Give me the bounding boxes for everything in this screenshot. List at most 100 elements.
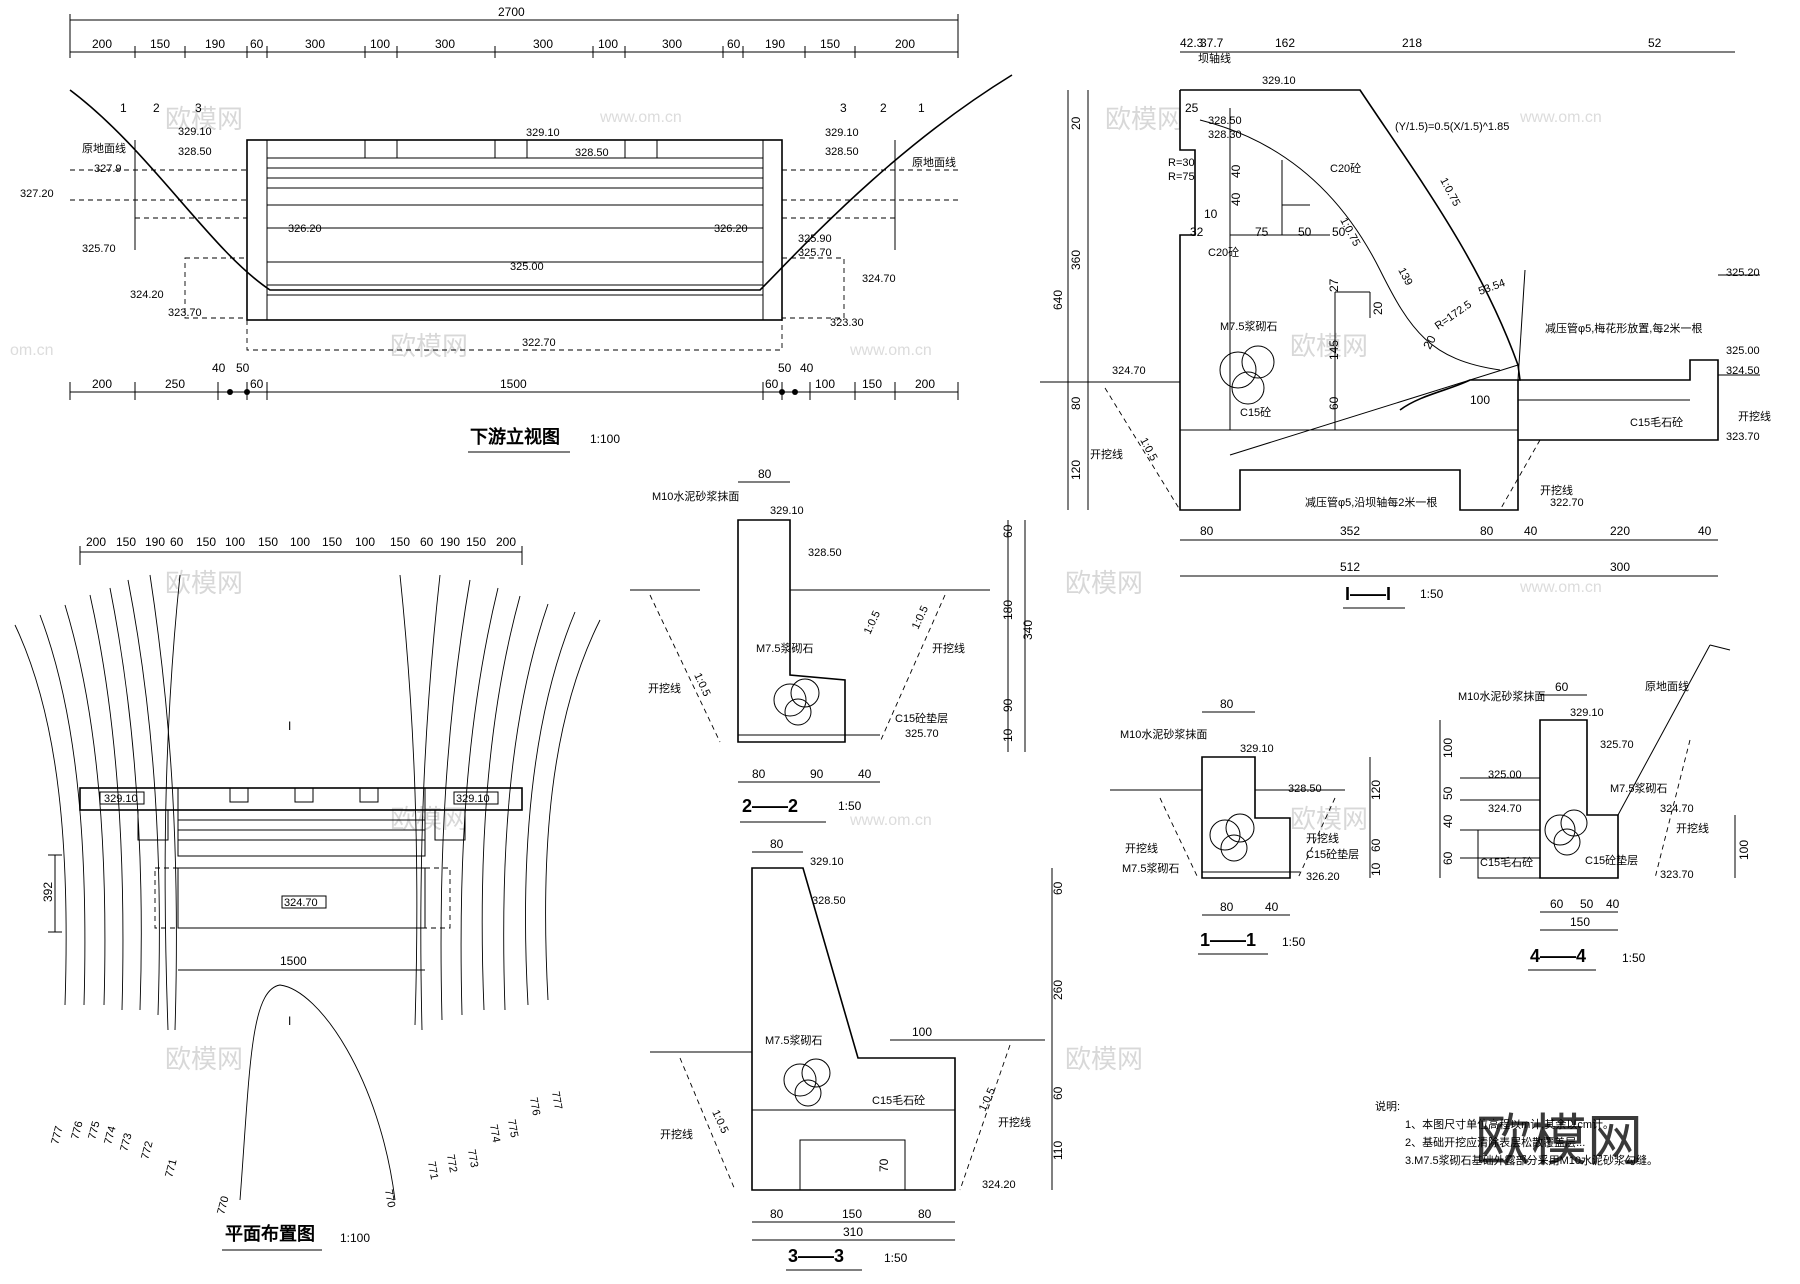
contour-label: 770 <box>215 1195 231 1216</box>
elev-label: 325.70 <box>798 247 832 259</box>
contour-label: 775 <box>505 1118 520 1138</box>
dim-right: 90 <box>1001 698 1015 712</box>
note-item: 1、本图尺寸单位高程以m计,其余以cm计。 <box>1405 1117 1614 1131</box>
dim-top-8: 100 <box>598 37 618 51</box>
left-dim: 120 <box>1069 460 1083 480</box>
watermark-text: 欧模网 <box>1290 804 1368 834</box>
r75: R=75 <box>1168 171 1195 183</box>
dim-left: 50 <box>1441 786 1455 800</box>
elev-label: 326.20 <box>288 223 322 235</box>
bottom-dim: 40 <box>1698 524 1712 538</box>
cushion: C15砼垫层 <box>895 711 948 725</box>
angle: 53.54 <box>1477 277 1507 298</box>
c20b: C20砼 <box>1208 246 1239 259</box>
elev-label: 327.20 <box>20 188 54 200</box>
dim-bottom-8: 40 <box>800 361 814 375</box>
dim-top-1: 150 <box>150 37 170 51</box>
plan-dim-392: 392 <box>41 882 55 902</box>
elev-label: 323.30 <box>830 317 864 329</box>
watermark-text: 欧模网 <box>1065 1044 1143 1074</box>
contour-label: 774 <box>487 1123 502 1143</box>
elev-2: 325.70 <box>1600 739 1634 751</box>
dim-right: 110 <box>1051 1141 1065 1160</box>
plan-dim: 60 <box>170 535 184 549</box>
contour-label: 771 <box>425 1160 440 1180</box>
rubble: C15毛石砼 <box>1480 856 1533 869</box>
watermarks: 欧模网 www.om.cn 欧模网 www.om.cn 欧模网 om.cn ww… <box>10 104 1643 1172</box>
material: M7.5浆砌石 <box>1220 319 1277 333</box>
inner-dim: 50 <box>1298 225 1312 239</box>
view-title: 下游立视图 <box>470 426 560 447</box>
dig-line: 开挖线 <box>1540 483 1573 497</box>
left-dim: 20 <box>1069 116 1083 130</box>
dim-bottom-11: 200 <box>915 377 935 391</box>
elev-322-70: 322.70 <box>1550 497 1584 509</box>
dig-line: 开挖线 <box>1676 821 1709 835</box>
section-title: 1——1 <box>1200 930 1256 950</box>
contour-label: 776 <box>69 1120 85 1141</box>
dim-bottom: 80 <box>918 1207 932 1221</box>
downstream-elevation-view: 2700 200 150 190 60 300 100 300 300 100 … <box>20 5 1013 453</box>
material: M7.5浆砌石 <box>756 641 813 655</box>
I-top-dim: 52 <box>1648 36 1662 50</box>
dig-line: 开挖线 <box>1090 447 1123 461</box>
dim-total: 310 <box>843 1225 863 1239</box>
dig-line: 开挖线 <box>1738 409 1771 423</box>
section-mark: 3 <box>840 101 847 115</box>
plan-dim: 200 <box>86 535 106 549</box>
inner-dim: 75 <box>1255 225 1269 239</box>
elev-label: 324.20 <box>130 289 164 301</box>
elev-label: 324.70 <box>862 273 896 285</box>
dim-right: 120 <box>1369 780 1383 800</box>
watermark-text: 欧模网 <box>1065 568 1143 598</box>
notes-block: 说明: 1、本图尺寸单位高程以m计,其余以cm计。 2、基础开挖应清除表层松散覆… <box>1375 1099 1658 1167</box>
dim-top: 80 <box>770 837 784 851</box>
plan-elev-center: 324.70 <box>284 897 318 909</box>
dig-line: 开挖线 <box>1306 831 1339 845</box>
dim-top-2: 190 <box>205 37 225 51</box>
inner-dim: 60 <box>1327 396 1341 410</box>
dim-139: 139 <box>1395 266 1414 288</box>
elev-5: 324.70 <box>1660 803 1694 815</box>
watermark-url: www.om.cn <box>849 342 932 359</box>
dim-bottom-4: 60 <box>250 377 264 391</box>
left-dim: 640 <box>1051 290 1065 310</box>
contour-label: 774 <box>102 1125 118 1146</box>
dim-right: 100 <box>1737 840 1751 860</box>
slope-label: 1:0.5 <box>910 604 931 631</box>
c15: C15砼 <box>1240 406 1271 419</box>
section-mark: 2 <box>153 101 160 115</box>
dig-line: 开挖线 <box>1125 841 1158 855</box>
section-mark: 1 <box>918 101 925 115</box>
dim-top: 80 <box>1220 697 1234 711</box>
dim-145: 145 <box>1327 340 1341 360</box>
dim-bottom-7: 50 <box>778 361 792 375</box>
left-dim: 80 <box>1069 396 1083 410</box>
plan-dim: 60 <box>420 535 434 549</box>
plan-elev-left: 329.10 <box>104 793 138 805</box>
dim-bottom: 90 <box>810 767 824 781</box>
cushion: C15砼垫层 <box>1585 853 1638 867</box>
dim-bottom: 60 <box>1550 897 1564 911</box>
label-top: M10水泥砂浆抹面 <box>1458 689 1545 703</box>
dim-bottom: 150 <box>842 1207 862 1221</box>
contour-label: 777 <box>49 1125 65 1146</box>
dim-70: 70 <box>877 1158 891 1172</box>
watermark-url: www.om.cn <box>599 109 682 126</box>
inner-dim: 20 <box>1371 301 1385 315</box>
contour-label: 773 <box>118 1132 134 1153</box>
elev-bottom: 324.20 <box>982 1179 1016 1191</box>
I-top-dim: 42.3 <box>1180 36 1204 50</box>
bottom-dim: 220 <box>1610 524 1630 538</box>
view-scale: 1:100 <box>340 1231 370 1245</box>
dim-right: 60 <box>1369 838 1383 852</box>
plan-dim: 100 <box>355 535 375 549</box>
note-item: 2、基础开挖应清除表层松散覆盖层... <box>1405 1135 1585 1149</box>
plan-dim: 100 <box>290 535 310 549</box>
elev-top: 329.10 <box>770 505 804 517</box>
dim-bottom-2: 40 <box>212 361 226 375</box>
inner-dim: 100 <box>1470 393 1490 407</box>
dim-bottom: 80 <box>752 767 766 781</box>
inner-dim: 27 <box>1327 278 1341 292</box>
cushion: C15砼垫层 <box>1306 847 1359 861</box>
